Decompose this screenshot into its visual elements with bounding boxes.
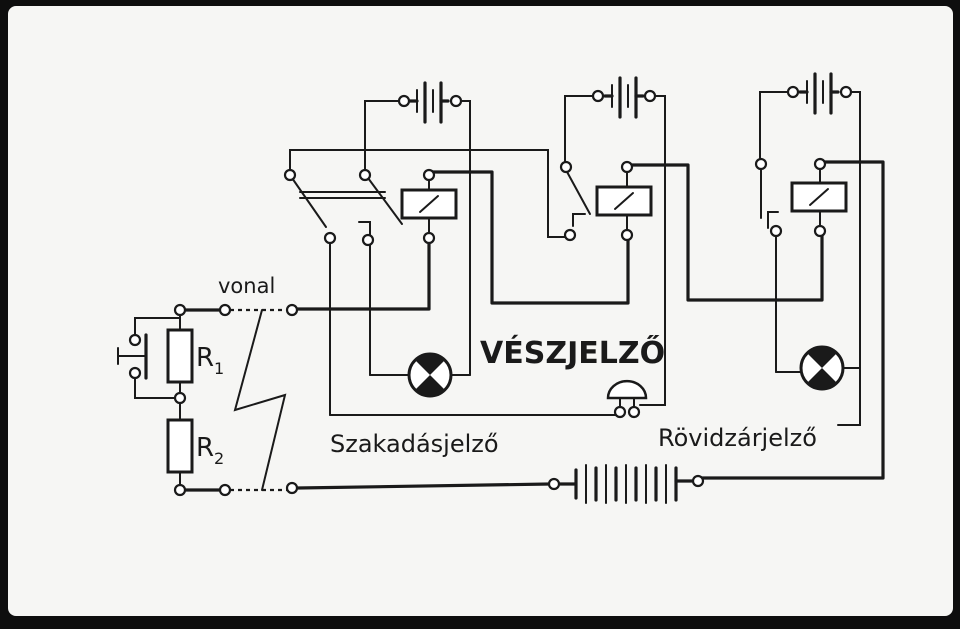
battery-2 <box>603 76 645 119</box>
terminals <box>128 85 853 497</box>
label-veszjelzo: VÉSZJELZŐ <box>480 334 665 371</box>
label-r2-sub: 2 <box>214 449 224 468</box>
label-rovidzarjelzo: Rövidzárjelző <box>658 424 817 452</box>
line-wiring <box>178 308 552 492</box>
relay-3-wiring <box>698 160 885 480</box>
label-r1: R <box>196 343 214 373</box>
resistor-r1 <box>166 328 194 384</box>
label-szakadasjelzo: Szakadásjelző <box>330 430 499 458</box>
relay-2-wiring <box>565 139 824 406</box>
lamp-rovidzar <box>799 345 861 391</box>
paper-background <box>8 6 953 616</box>
label-vonal: vonal <box>218 274 275 298</box>
lamp-szakadas <box>369 177 471 398</box>
battery-leads <box>364 91 861 426</box>
relay-1-contacts <box>289 149 566 416</box>
resistor-r2 <box>166 418 194 474</box>
battery-3 <box>798 72 840 115</box>
main-battery <box>558 464 694 504</box>
battery-1 <box>408 81 450 124</box>
label-r2: R <box>196 433 214 463</box>
label-r1-sub: 1 <box>214 359 224 378</box>
